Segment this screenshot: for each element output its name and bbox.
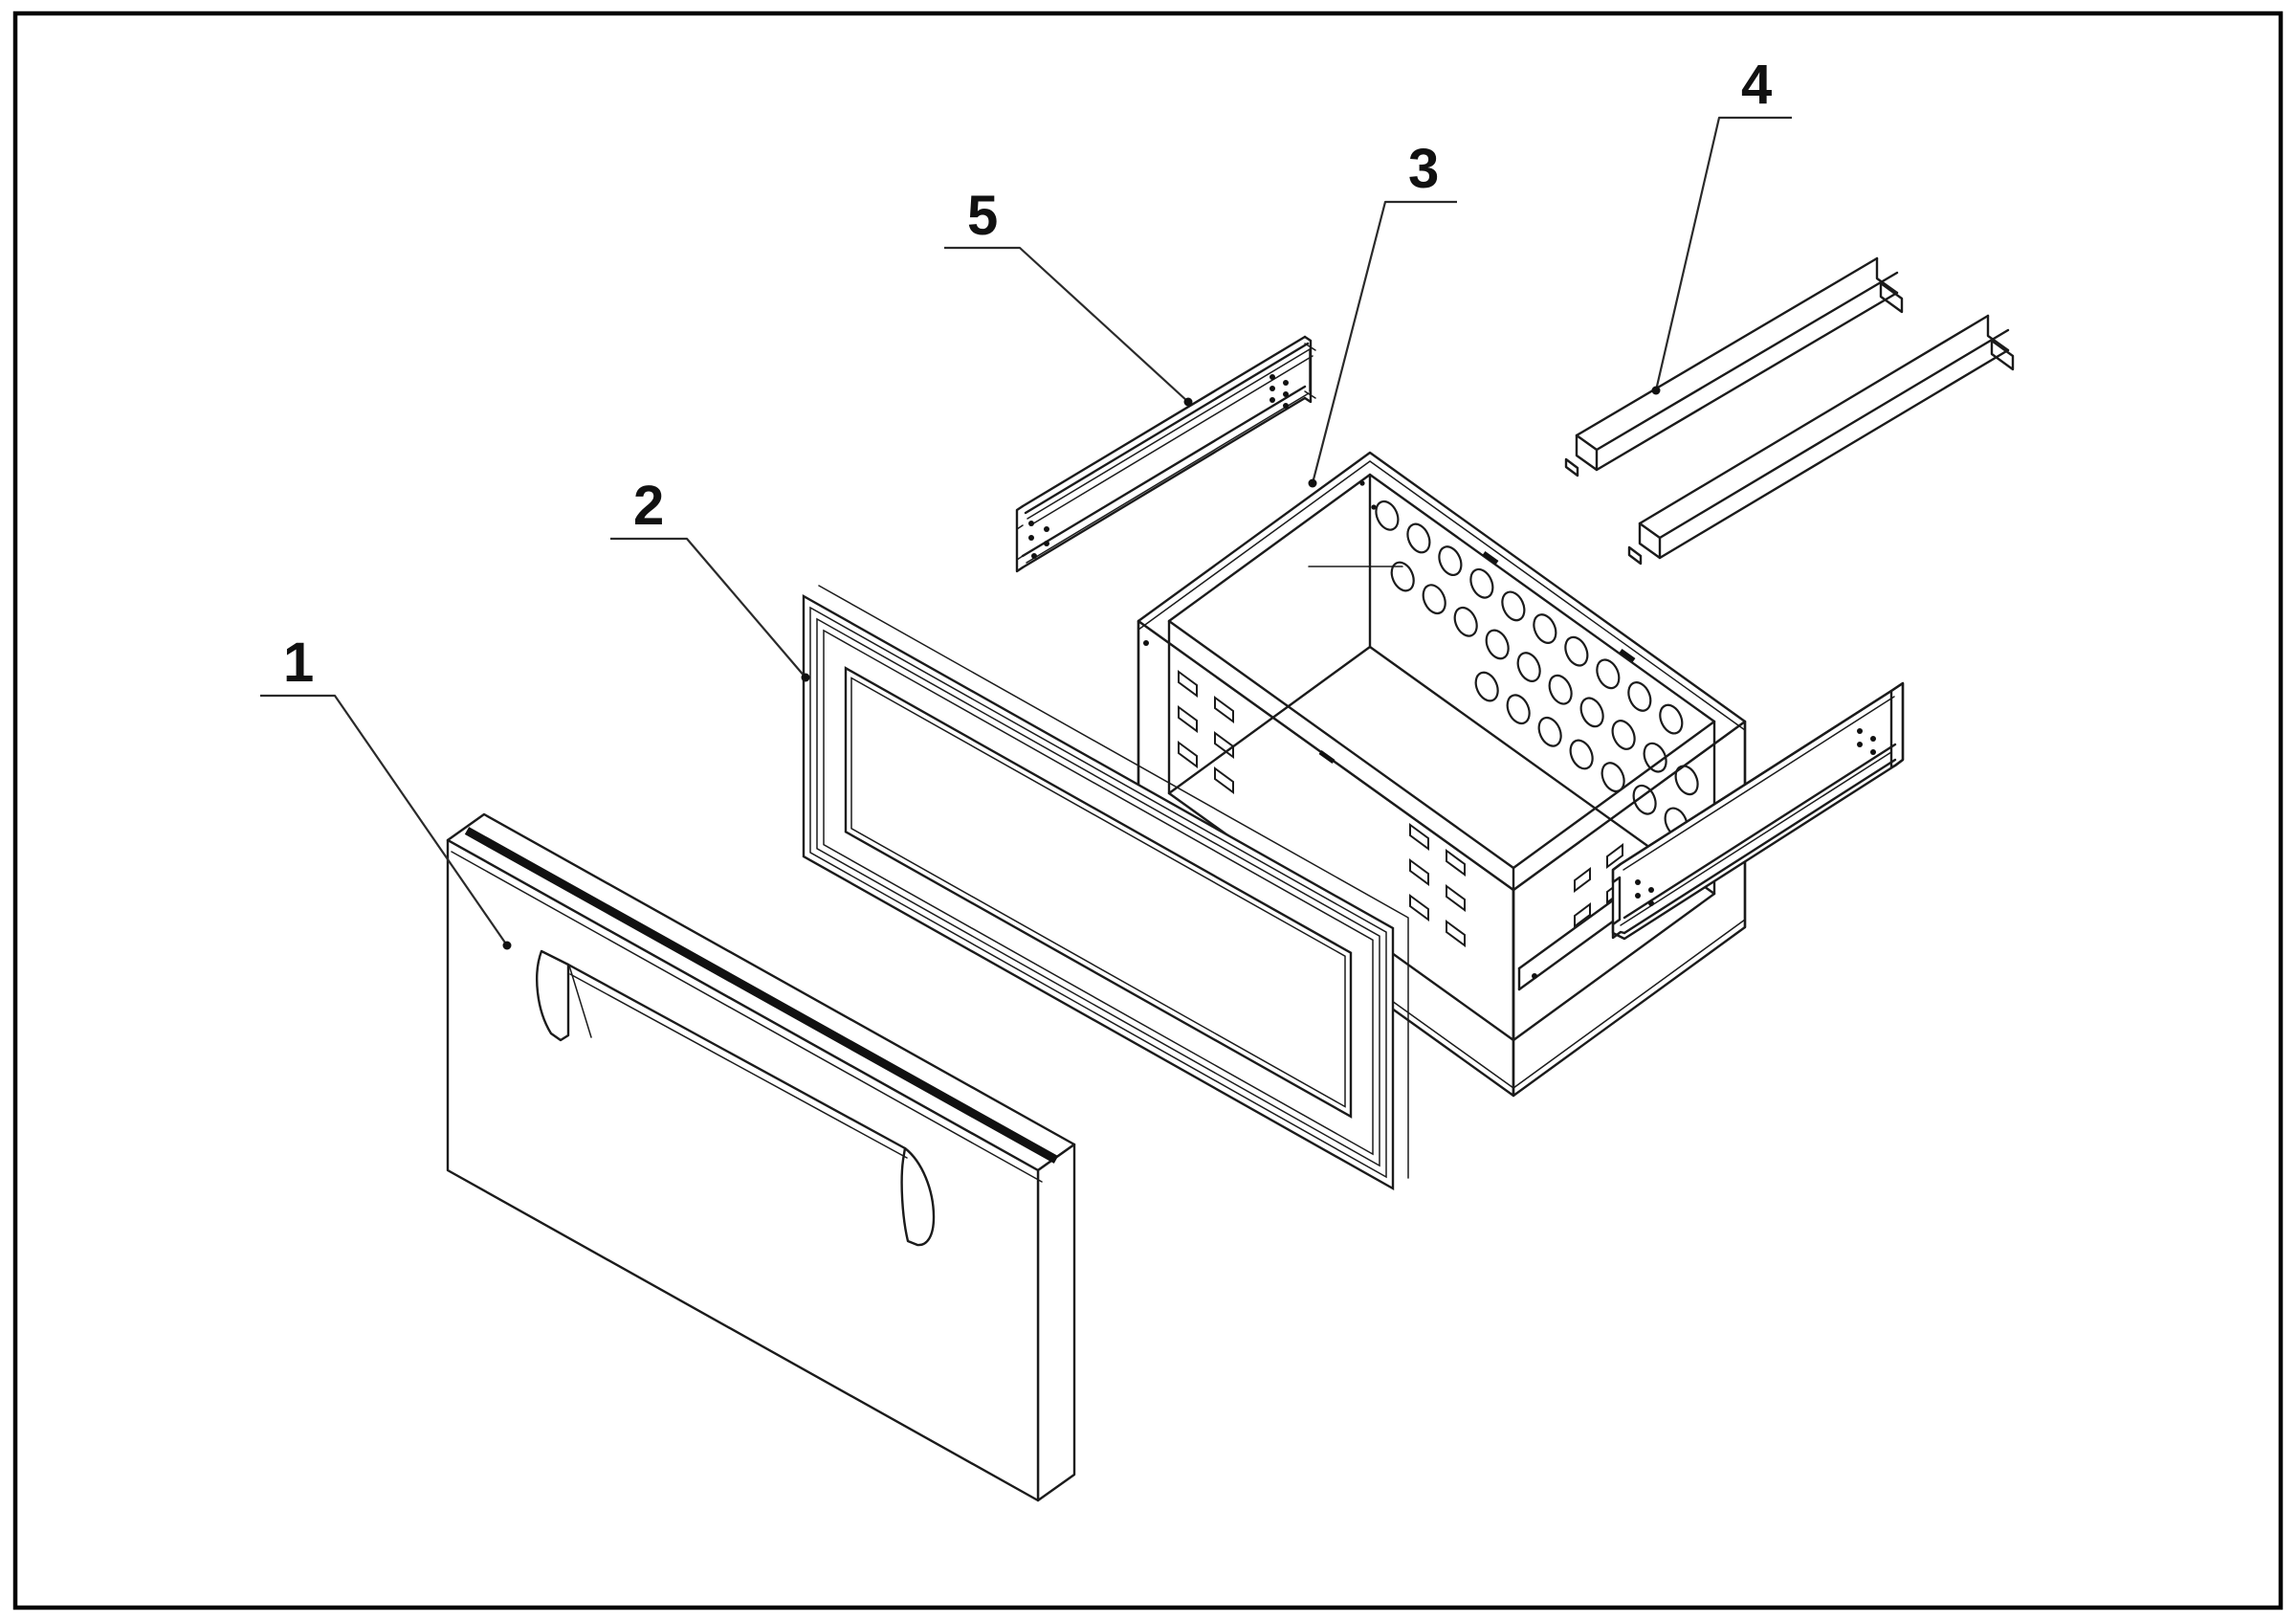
callout-1: 1 [260, 632, 512, 950]
door-top-seal-strip [464, 827, 1059, 1164]
callout-5: 5 [944, 185, 1193, 407]
rail-holes-left-cluster [1028, 521, 1049, 559]
door-handle [536, 949, 936, 1247]
rail-holes-right-cluster [1269, 374, 1289, 409]
rail-holes [1635, 879, 1654, 906]
perforation-holes [1375, 500, 1699, 838]
part-number-5: 5 [967, 185, 998, 247]
callout-2: 2 [610, 475, 810, 682]
callout-3: 3 [1308, 138, 1457, 488]
part-number-1: 1 [283, 632, 314, 694]
support-bar-upper [1564, 256, 1904, 477]
slide-rail-left [1015, 335, 1316, 573]
part-number-4: 4 [1741, 54, 1772, 116]
door-panel [446, 812, 1076, 1502]
drawing-border [12, 11, 2284, 1610]
door-gasket [802, 585, 1409, 1191]
rail-holes [1857, 728, 1876, 755]
support-bar-lower [1627, 314, 2015, 566]
part-number-3: 3 [1408, 138, 1439, 200]
callout-4: 4 [1651, 54, 1792, 395]
part-number-2: 2 [633, 475, 664, 537]
slide-rail-right [1611, 681, 1905, 941]
vent-slots [1178, 670, 1623, 947]
